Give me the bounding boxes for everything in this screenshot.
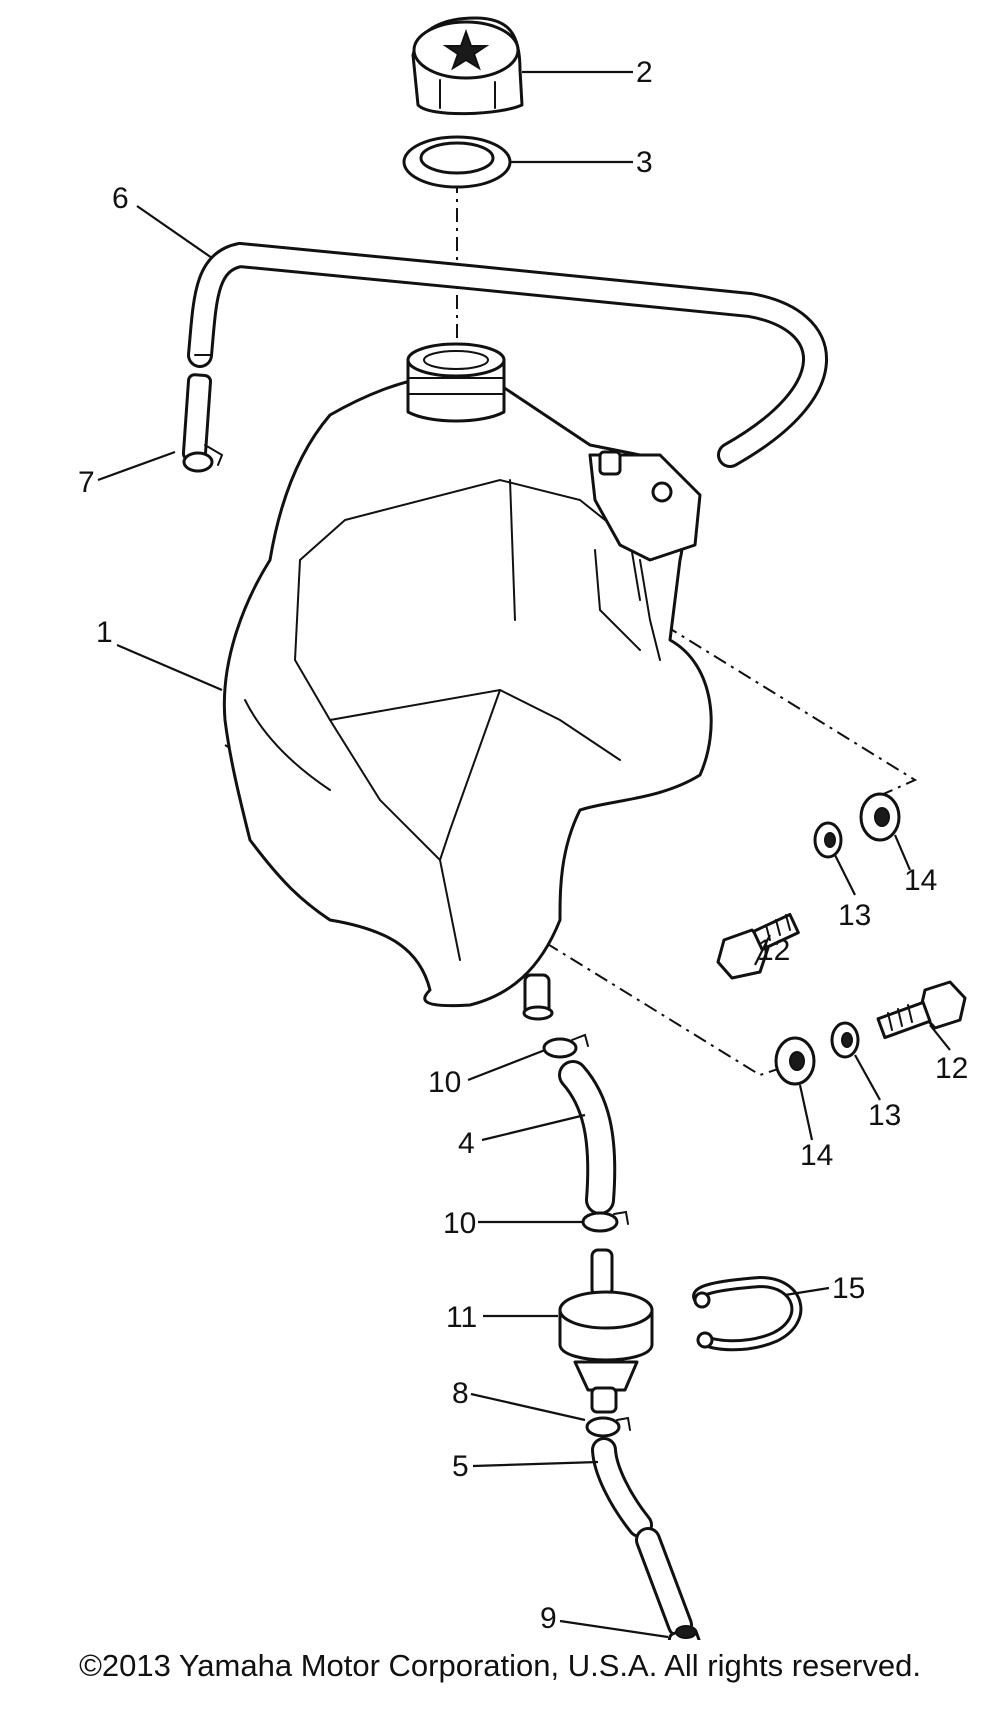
flat-washer-lower — [774, 1036, 816, 1086]
fuel-filter — [558, 1248, 654, 1414]
vent-fitting — [181, 373, 224, 473]
callout-12-upper: 12 — [757, 934, 790, 967]
callout-15: 15 — [832, 1272, 865, 1305]
breather-hose — [187, 241, 828, 468]
callout-11: 11 — [446, 1301, 477, 1334]
callout-3: 3 — [636, 146, 653, 179]
callout-8: 8 — [452, 1377, 469, 1410]
callout-7: 7 — [78, 466, 95, 499]
hose-clip-middle — [581, 1210, 629, 1233]
fuel-hose-lower — [591, 1437, 693, 1638]
fuel-tank — [222, 342, 713, 1021]
flat-washer-upper — [859, 792, 901, 842]
callout-2: 2 — [636, 56, 653, 89]
bolt-upper — [716, 912, 800, 980]
filter-clamp — [692, 1275, 803, 1352]
hose-clip-lower — [585, 1416, 631, 1438]
copyright-notice: ©2013 Yamaha Motor Corporation, U.S.A. A… — [79, 1648, 921, 1683]
callout-10-middle: 10 — [443, 1207, 476, 1240]
lock-washer-upper — [813, 821, 843, 859]
callout-5: 5 — [452, 1450, 469, 1483]
bolt-lower — [876, 980, 967, 1040]
callout-1: 1 — [96, 616, 113, 649]
callout-10-upper: 10 — [428, 1066, 461, 1099]
lock-washer-lower — [830, 1021, 860, 1059]
cap-gasket — [402, 135, 512, 189]
fuel-hose-upper — [558, 1060, 617, 1215]
callout-14-lower: 14 — [800, 1139, 833, 1172]
callout-12-lower: 12 — [935, 1052, 968, 1085]
hose-end-fitting — [667, 1625, 705, 1640]
callout-14-upper: 14 — [904, 864, 937, 897]
fuel-tank-exploded-diagram: 2 3 6 7 1 14 13 12 12 13 14 10 4 10 11 1… — [78, 16, 968, 1640]
hose-clip-upper — [542, 1033, 589, 1059]
callout-9: 9 — [540, 1602, 557, 1635]
callout-6: 6 — [112, 182, 129, 215]
callout-labels: 2 3 6 7 1 14 13 12 12 13 14 10 4 10 11 1… — [78, 56, 968, 1635]
leader-lines — [97, 70, 951, 1639]
callout-13-lower: 13 — [868, 1099, 901, 1132]
fuel-cap — [411, 16, 524, 116]
callout-4: 4 — [458, 1127, 475, 1160]
callout-13-upper: 13 — [838, 899, 871, 932]
